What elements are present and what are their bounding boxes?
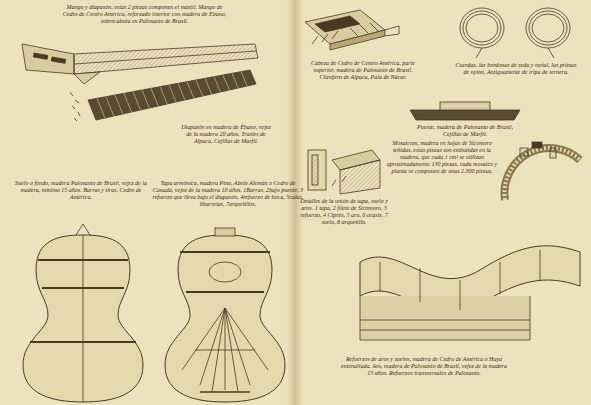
headstock-drawing xyxy=(305,10,399,50)
part-caption: Suelo o fondo, madera Palosanto de Brasi… xyxy=(10,180,152,201)
fret-line xyxy=(160,87,167,104)
strings-drawing xyxy=(460,8,570,58)
fret-line xyxy=(223,75,229,90)
ribs-drawing xyxy=(360,246,580,340)
strings-drawing xyxy=(466,14,498,42)
part-caption: Puente, madera de Palosanto de Brasil, C… xyxy=(408,124,522,138)
soundboard-drawing xyxy=(195,350,255,351)
fret-line xyxy=(241,72,247,86)
soundboard-drawing xyxy=(215,228,235,236)
fret-line xyxy=(124,93,132,112)
headstock-drawing xyxy=(330,30,385,50)
fret-line xyxy=(232,73,238,88)
back-drawing xyxy=(23,224,143,402)
rosette-drawing xyxy=(520,148,528,156)
joint-detail-drawing xyxy=(332,176,346,186)
fret-line xyxy=(142,90,149,108)
fret-line xyxy=(151,88,158,106)
ribs-drawing xyxy=(360,296,530,340)
fret-pieces xyxy=(70,92,80,121)
fret-line xyxy=(115,95,123,114)
headstock-drawing xyxy=(312,23,378,44)
part-caption: Diapasón en madera de Ébano, vejez de la… xyxy=(180,124,272,145)
fret-pieces xyxy=(70,92,80,121)
strings-drawing xyxy=(476,48,554,58)
part-caption: Refuerzos de aros y suelos, madera de Ce… xyxy=(340,356,508,377)
rosette-drawing xyxy=(504,148,580,200)
part-caption: Cabeza de Cedro de Centro América, parte… xyxy=(303,60,423,81)
ribs-drawing xyxy=(360,320,530,330)
neck-drawing xyxy=(22,44,74,74)
part-caption: Cuerdas, las bordonas de seda y metal, l… xyxy=(452,62,580,76)
fret-line xyxy=(178,83,185,100)
fret-line xyxy=(106,97,114,116)
back-drawing xyxy=(23,235,143,402)
back-drawing xyxy=(42,287,124,289)
fret-line xyxy=(196,80,203,96)
rosette-drawing xyxy=(532,142,542,148)
soundboard-drawing xyxy=(182,308,268,392)
fret-line xyxy=(97,98,105,118)
joint-detail-drawing xyxy=(340,160,380,194)
neck-drawing xyxy=(74,72,100,84)
headstock-drawing xyxy=(385,26,399,36)
strings-drawing xyxy=(460,8,504,48)
back-drawing xyxy=(76,224,90,235)
bridge-drawing xyxy=(440,102,490,110)
neck-drawing xyxy=(51,57,65,63)
fingerboard-drawing xyxy=(88,70,256,120)
neck-drawing xyxy=(74,51,256,64)
bridge-drawing xyxy=(442,106,488,107)
part-caption: Mosaicum, madera en hojas de Sicomoro te… xyxy=(386,140,498,175)
neck-drawing xyxy=(33,53,47,59)
joint-detail-drawing xyxy=(308,150,326,190)
joint-detail-drawing xyxy=(312,155,318,185)
headstock-drawing xyxy=(315,16,360,32)
soundboard-drawing xyxy=(180,251,270,253)
bridge-drawing xyxy=(410,110,520,120)
fret-line xyxy=(169,85,176,102)
soundboard-drawing xyxy=(165,235,285,402)
soundboard-drawing xyxy=(186,291,264,293)
part-caption: Tapa armónica, madera Pino, Abeto Alemán… xyxy=(152,180,304,208)
joint-detail-drawing xyxy=(308,150,380,194)
fret-line xyxy=(214,77,220,92)
soundboard-drawing xyxy=(165,228,285,402)
rosette-drawing xyxy=(504,148,580,200)
strings-drawing xyxy=(529,11,567,45)
soundboard-drawing xyxy=(200,391,250,393)
ribs-drawing xyxy=(380,250,540,310)
strings-drawing xyxy=(532,14,564,42)
soundboard-drawing xyxy=(209,262,241,282)
neck-drawing xyxy=(74,44,258,74)
bridge-drawing xyxy=(410,102,520,120)
part-caption: Detalles de la unión de tapa, suelo y ar… xyxy=(299,198,389,226)
rosette-drawing xyxy=(504,142,580,200)
fret-line xyxy=(187,82,194,98)
fret-line xyxy=(205,78,212,94)
strings-drawing xyxy=(526,8,570,48)
back-drawing xyxy=(38,259,128,261)
back-drawing xyxy=(30,341,136,343)
fingerboard-drawing xyxy=(88,70,256,120)
rosette-drawing xyxy=(550,148,556,158)
part-caption: Mango y diapasón, estas 2 piezas compone… xyxy=(62,4,227,25)
strings-drawing xyxy=(463,11,501,45)
fret-line xyxy=(133,92,140,110)
